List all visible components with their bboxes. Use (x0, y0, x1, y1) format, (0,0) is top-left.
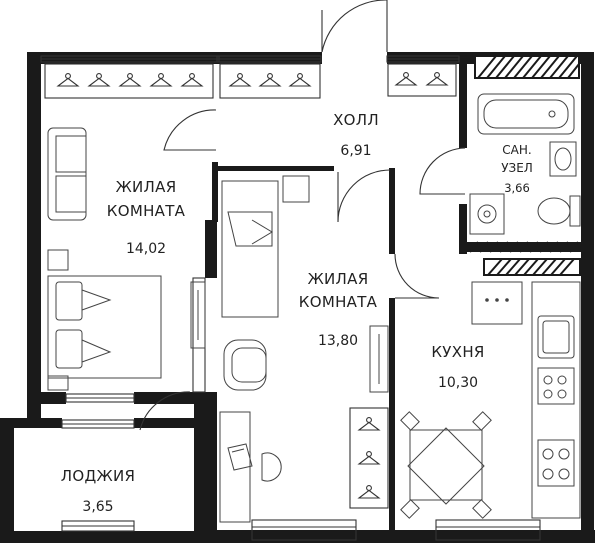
fridge-icon (471, 281, 523, 325)
wardrobe (387, 63, 457, 97)
room-area: 3,66 (504, 181, 530, 195)
door-icon (139, 391, 191, 431)
hanger-icon (88, 73, 110, 87)
room-area: 14,02 (126, 241, 166, 257)
room-label-kitchen: КУХНЯ 10,30 (431, 343, 484, 391)
washing-machine-icon (469, 193, 505, 235)
room-label-bathroom: САН. УЗЕЛ 3,66 (501, 143, 533, 195)
chair-icon (261, 452, 282, 482)
room-name: ХОЛЛ (333, 111, 379, 129)
room-label-hall: ХОЛЛ 6,91 (333, 111, 379, 159)
hanger-icon (229, 73, 251, 87)
toilet-icon (537, 195, 581, 227)
hanger-icon (395, 72, 417, 86)
window (192, 277, 206, 393)
tv-console-icon (369, 325, 389, 393)
window (251, 519, 357, 541)
hanger-icon (181, 73, 203, 87)
room-name: КОМНАТА (299, 293, 378, 311)
hanger-icon (150, 73, 172, 87)
room-area: 13,80 (318, 333, 358, 349)
hanger-icon (259, 73, 281, 87)
room-label-living1: ЖИЛАЯ КОМНАТА 14,02 (107, 178, 186, 257)
sofa-icon (47, 127, 87, 221)
room-name: ЛОДЖИЯ (61, 467, 135, 485)
hanger-icon (426, 72, 448, 86)
kitchen-counter (531, 281, 581, 519)
door-icon (394, 253, 440, 299)
room-name: КУХНЯ (431, 343, 484, 361)
dining-table-icon (400, 411, 492, 519)
double-bed-icon (47, 249, 162, 391)
single-bed-icon (221, 175, 310, 318)
wardrobe (44, 63, 214, 99)
room-name: САН. (502, 143, 531, 157)
laptop-icon (227, 443, 253, 471)
room-area: 10,30 (438, 375, 478, 391)
doors (139, 0, 466, 431)
room-label-living2: ЖИЛАЯ КОМНАТА 13,80 (299, 270, 378, 349)
hanger-icon (289, 73, 311, 87)
door-icon (337, 169, 391, 223)
tv-console-icon (190, 281, 206, 349)
ventilation-shaft (483, 258, 581, 276)
room-name: ЖИЛАЯ (116, 178, 177, 196)
door-icon (163, 109, 217, 151)
walls (0, 52, 595, 543)
room-name: КОМНАТА (107, 202, 186, 220)
room-area: 6,91 (340, 143, 371, 159)
bathtub-icon (477, 93, 575, 135)
ventilation-shaft (474, 55, 580, 79)
wardrobe (219, 63, 321, 99)
door-icon (321, 0, 387, 53)
room-name: УЗЕЛ (501, 161, 533, 175)
sink-icon (549, 141, 577, 177)
wardrobe (349, 407, 389, 509)
hanger-icon (358, 417, 380, 431)
hanger-icon (358, 451, 380, 465)
door-icon (419, 147, 466, 195)
room-label-loggia: ЛОДЖИЯ 3,65 (61, 467, 135, 515)
hanger-icon (358, 485, 380, 499)
hanger-icon (119, 73, 141, 87)
window (435, 519, 541, 541)
desk-icon (219, 411, 251, 523)
sink-icon (537, 315, 575, 359)
hanger-icon (57, 73, 79, 87)
armchair-icon (223, 339, 267, 391)
room-name: ЖИЛАЯ (308, 270, 369, 288)
windows (40, 55, 581, 541)
room-area: 3,65 (82, 499, 113, 515)
stove-icon (537, 439, 575, 487)
oven-icon (537, 367, 575, 405)
